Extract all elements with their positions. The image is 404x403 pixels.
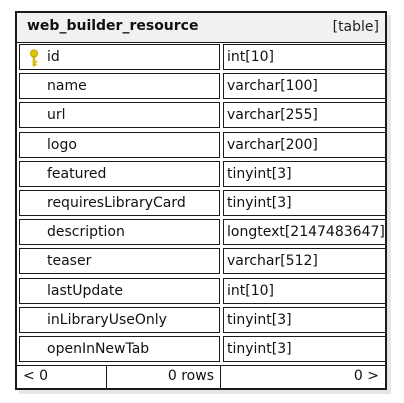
column-type: varchar[100]	[223, 73, 386, 100]
column-name: description	[19, 219, 220, 246]
column-name: lastUpdate	[19, 277, 220, 304]
column-name: name	[19, 73, 220, 100]
column-name: id	[47, 49, 60, 65]
row-count: 0 rows	[107, 366, 221, 388]
column-row: requiresLibraryCard tinyint[3]	[17, 189, 386, 218]
column-name: requiresLibraryCard	[19, 189, 220, 216]
column-row: featured tinyint[3]	[17, 160, 386, 189]
column-list: id int[10] name varchar[100] url varchar…	[17, 43, 386, 364]
table-card: web_builder_resource [table] id int[10] …	[15, 11, 387, 390]
column-row: name varchar[100]	[17, 72, 386, 101]
column-type: int[10]	[223, 277, 386, 304]
column-type: longtext[2147483647]	[223, 219, 386, 246]
column-type: varchar[255]	[223, 102, 386, 129]
column-name: openInNewTab	[19, 335, 220, 362]
column-row: logo varchar[200]	[17, 131, 386, 160]
column-row: teaser varchar[512]	[17, 247, 386, 276]
column-type: tinyint[3]	[223, 306, 386, 333]
column-row: inLibraryUseOnly tinyint[3]	[17, 306, 386, 335]
column-name-cell: id	[19, 44, 220, 70]
column-row: url varchar[255]	[17, 101, 386, 130]
column-type: varchar[512]	[223, 248, 386, 275]
column-row: openInNewTab tinyint[3]	[17, 335, 386, 364]
column-name: featured	[19, 160, 220, 187]
table-kind: [table]	[332, 19, 379, 35]
column-name: url	[19, 102, 220, 129]
key-icon	[30, 49, 38, 67]
column-type: tinyint[3]	[223, 189, 386, 216]
column-row: id int[10]	[17, 43, 386, 72]
column-name: logo	[19, 131, 220, 158]
pagination-footer: < 0 0 rows 0 >	[17, 365, 385, 388]
table-header: web_builder_resource [table]	[17, 13, 385, 43]
previous-page-button[interactable]: < 0	[17, 366, 107, 388]
column-type: tinyint[3]	[223, 160, 386, 187]
next-page-button[interactable]: 0 >	[353, 368, 379, 384]
column-row: lastUpdate int[10]	[17, 277, 386, 306]
column-name: inLibraryUseOnly	[19, 306, 220, 333]
column-row: description longtext[2147483647]	[17, 218, 386, 247]
column-type: tinyint[3]	[223, 335, 386, 362]
column-name: teaser	[19, 248, 220, 275]
column-type: int[10]	[223, 44, 386, 70]
column-type: varchar[200]	[223, 131, 386, 158]
table-name: web_builder_resource	[27, 18, 199, 34]
